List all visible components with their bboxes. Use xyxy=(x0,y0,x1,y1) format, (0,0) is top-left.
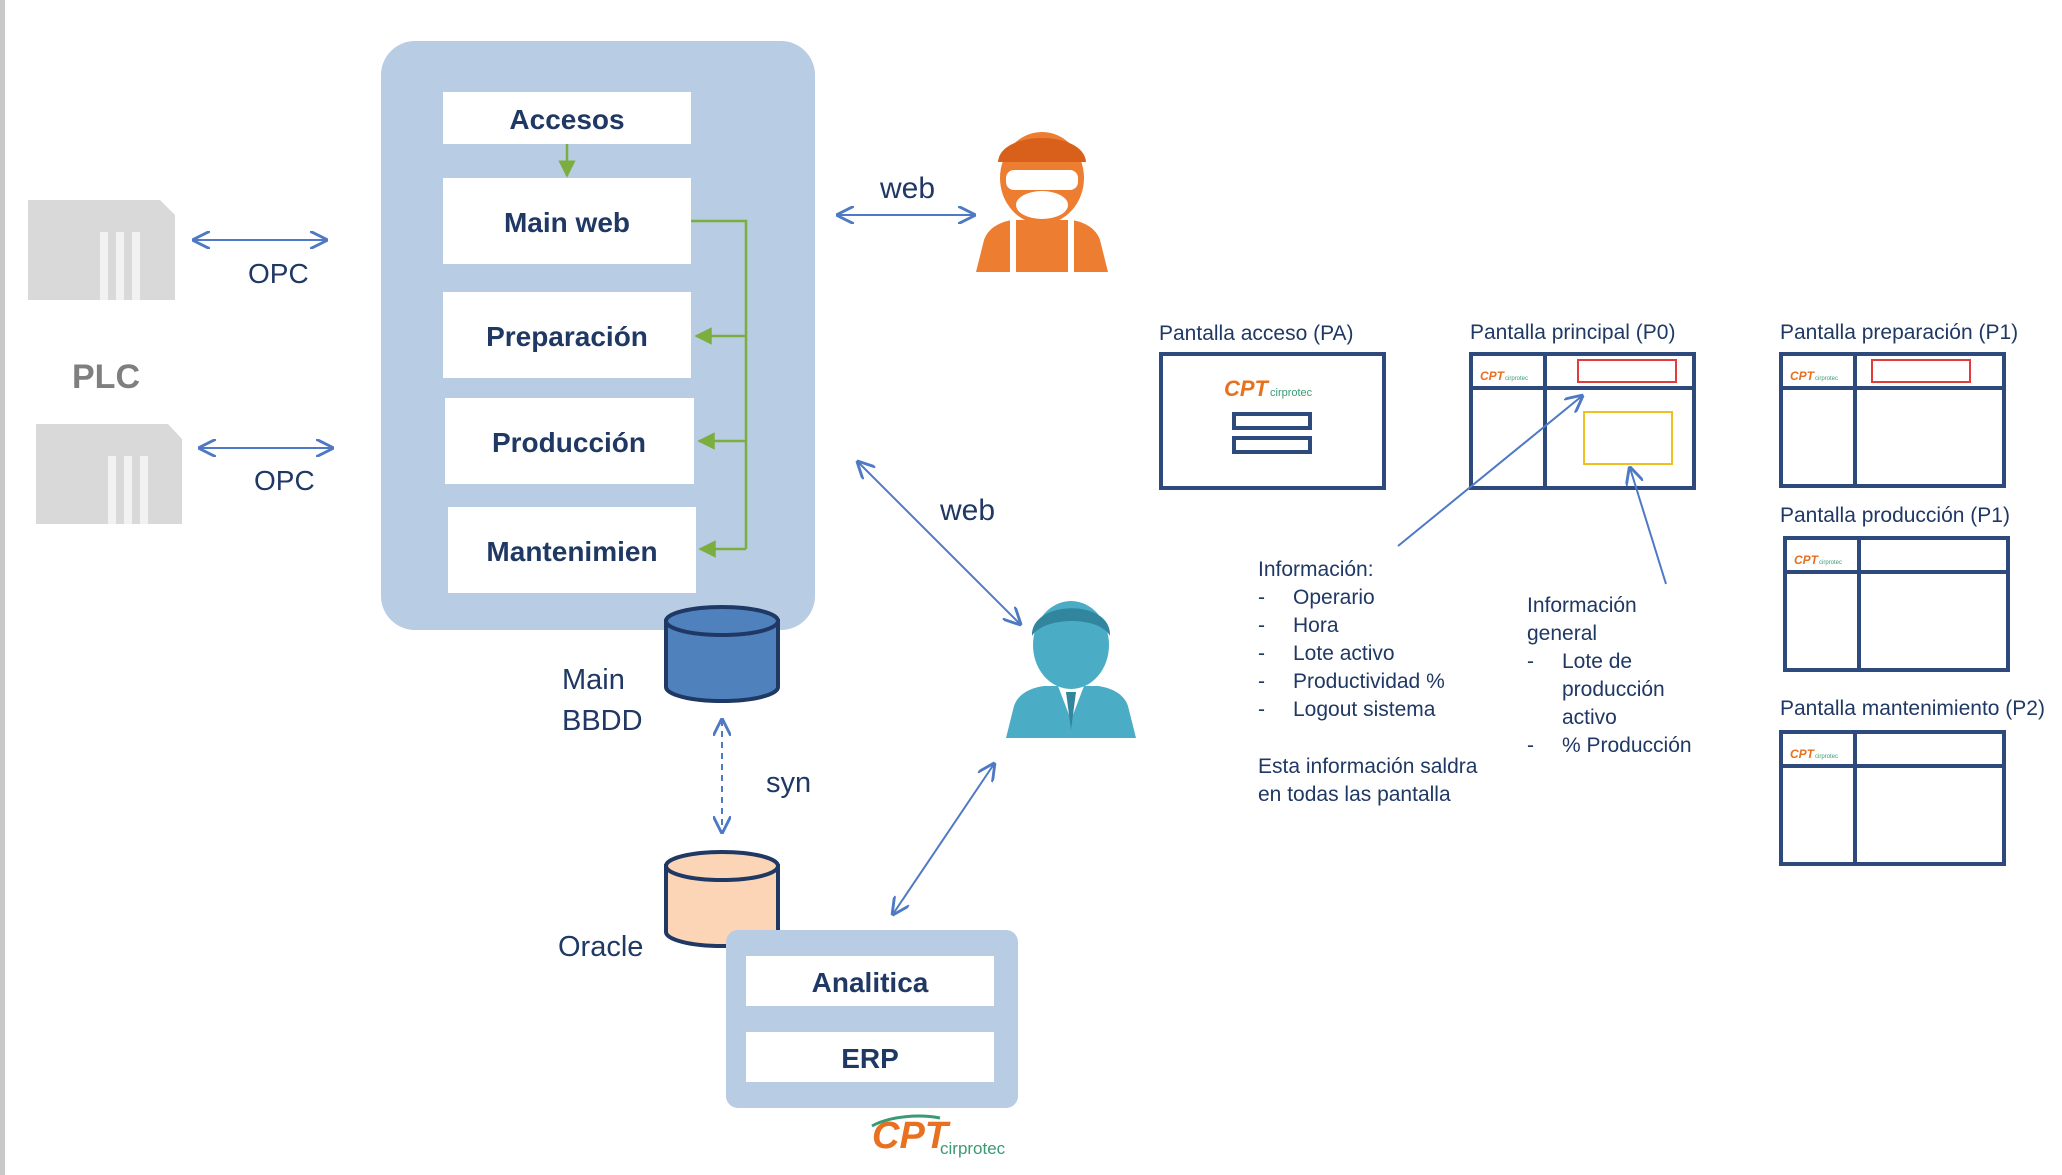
plc-device-bottom xyxy=(36,424,182,524)
info-callout-arrow xyxy=(1397,396,1582,547)
info-item: Hora xyxy=(1293,614,1339,637)
main-db-label-line1: Main xyxy=(562,664,625,696)
module-erp-label: ERP xyxy=(841,1043,899,1074)
opc-label-top: OPC xyxy=(248,258,309,289)
web-label-middle: web xyxy=(939,494,995,527)
general-title-line2: general xyxy=(1527,622,1597,645)
module-analitica-label: Analitica xyxy=(812,967,929,998)
web-arrow-bottom xyxy=(893,764,994,914)
user-person-icon xyxy=(1006,601,1136,738)
general-item: Lote de xyxy=(1562,650,1632,673)
module-analitica[interactable] xyxy=(746,956,994,1006)
module-accesos[interactable] xyxy=(443,92,691,144)
main-db-label-line2: BBDD xyxy=(562,705,643,737)
sync-label: syn xyxy=(766,767,811,799)
left-border xyxy=(0,0,5,1175)
opc-label-bottom: OPC xyxy=(254,465,315,496)
module-mantenimiento[interactable] xyxy=(448,507,696,593)
general-callout-arrow xyxy=(1630,468,1667,585)
main-database-icon xyxy=(664,605,780,703)
svg-text:-: - xyxy=(1527,650,1534,673)
info-note-line1: Esta información saldra xyxy=(1258,755,1478,778)
info-note-line2: en todas las pantalla xyxy=(1258,783,1451,806)
module-accesos-label: Accesos xyxy=(509,104,624,135)
info-item: Logout sistema xyxy=(1293,698,1436,721)
module-produccion-label: Producción xyxy=(492,427,646,458)
svg-text:-: - xyxy=(1258,586,1265,609)
oracle-label: Oracle xyxy=(558,931,643,963)
web-label-top: web xyxy=(879,172,935,205)
general-item: producción xyxy=(1562,678,1665,701)
screen-prep-title: Pantalla preparación (P1) xyxy=(1780,321,2018,344)
info-block: Información: - Operario - Hora - Lote ac… xyxy=(1258,558,1478,806)
web-arrow-middle xyxy=(858,462,1020,624)
svg-text:cirprotec: cirprotec xyxy=(1505,376,1528,382)
flow-bracket xyxy=(691,219,748,549)
svg-text:cirprotec: cirprotec xyxy=(1270,387,1313,399)
screen-main-title: Pantalla principal (P0) xyxy=(1470,321,1675,344)
operator-person-icon xyxy=(976,132,1108,272)
general-item: activo xyxy=(1562,706,1617,729)
module-preparacion[interactable] xyxy=(443,292,691,378)
screen-main-mockup: CPT cirprotec xyxy=(1469,352,1696,490)
screen-access-field-user xyxy=(1232,412,1312,430)
screen-maint-title: Pantalla mantenimiento (P2) xyxy=(1780,697,2045,720)
screen-prod-mockup: CPT cirprotec xyxy=(1783,536,2010,672)
cirprotec-logo: CPT cirprotec xyxy=(871,1114,1006,1158)
info-item: Operario xyxy=(1293,586,1375,609)
general-item: % Producción xyxy=(1562,734,1692,757)
plc-device-top xyxy=(28,200,175,300)
oracle-database-icon xyxy=(664,850,780,948)
screen-prod-title: Pantalla producción (P1) xyxy=(1780,504,2010,527)
svg-text:-: - xyxy=(1258,670,1265,693)
svg-text:CPT: CPT xyxy=(1790,369,1816,383)
plc-label: PLC xyxy=(72,358,140,396)
svg-text:CPT: CPT xyxy=(1794,553,1820,567)
screen-access-field-password xyxy=(1232,436,1312,454)
module-erp[interactable] xyxy=(746,1032,994,1082)
screen-access-title: Pantalla acceso (PA) xyxy=(1159,322,1354,345)
svg-text:-: - xyxy=(1258,614,1265,637)
svg-text:-: - xyxy=(1258,642,1265,665)
svg-text:CPT: CPT xyxy=(1790,747,1816,761)
module-produccion[interactable] xyxy=(445,398,694,484)
svg-text:CPT: CPT xyxy=(1480,369,1506,383)
svg-text:cirprotec: cirprotec xyxy=(1815,754,1838,760)
screen-prep-mockup: CPT cirprotec xyxy=(1779,352,2006,488)
info-item: Lote activo xyxy=(1293,642,1395,665)
screen-access-logo: CPT cirprotec xyxy=(1224,376,1313,401)
svg-text:cirprotec: cirprotec xyxy=(1819,560,1842,566)
svg-text:cirprotec: cirprotec xyxy=(940,1139,1006,1158)
module-main-web[interactable] xyxy=(443,178,691,264)
svg-text:-: - xyxy=(1258,698,1265,721)
general-info-block: Información general - Lote de producción… xyxy=(1527,594,1692,757)
svg-text:CPT: CPT xyxy=(1224,376,1270,401)
module-preparacion-label: Preparación xyxy=(486,321,648,352)
screen-maint-mockup: CPT cirprotec xyxy=(1779,730,2006,866)
info-item: Productividad % xyxy=(1293,670,1445,693)
module-mantenimiento-label: Mantenimien xyxy=(486,536,657,567)
info-title: Información: xyxy=(1258,558,1374,581)
general-title-line1: Información xyxy=(1527,594,1637,617)
svg-text:cirprotec: cirprotec xyxy=(1815,376,1838,382)
module-main-web-label: Main web xyxy=(504,207,630,238)
svg-text:-: - xyxy=(1527,734,1534,757)
